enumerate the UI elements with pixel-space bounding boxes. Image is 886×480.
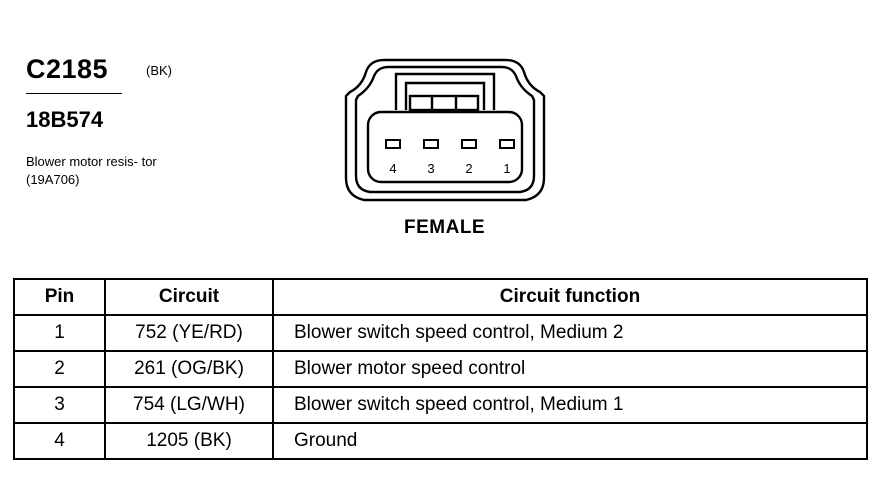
pin-cell: 1: [13, 314, 106, 352]
pin-label: 4: [389, 161, 396, 176]
component-description: Blower motor resis- tor (19A706): [26, 154, 157, 187]
table-row: 2 261 (OG/BK) Blower motor speed control: [13, 350, 868, 388]
circuit-function-cell: Ground: [272, 422, 868, 460]
pin-cell: 3: [13, 386, 106, 424]
circuit-cell: 754 (LG/WH): [104, 386, 274, 424]
table-row: 1 752 (YE/RD) Blower switch speed contro…: [13, 314, 868, 352]
circuit-function-cell: Blower switch speed control, Medium 1: [272, 386, 868, 424]
housing-outline: [344, 58, 546, 202]
pin-cell: 4: [13, 422, 106, 460]
circuit-function-cell: Blower motor speed control: [272, 350, 868, 388]
circuit-cell: 752 (YE/RD): [104, 314, 274, 352]
part-number: 18B574: [26, 107, 104, 132]
pin-cell: 2: [13, 350, 106, 388]
color-code: (BK): [146, 63, 172, 78]
terminal-cavity: [423, 139, 439, 149]
housing-inner-outline: [354, 65, 536, 194]
pinout-table: Pin Circuit Circuit function 1 752 (YE/R…: [13, 278, 868, 460]
circuit-column-header: Circuit: [104, 278, 274, 316]
connector-id-underline: [26, 93, 122, 94]
locking-latch: [394, 72, 496, 110]
circuit-function-cell: Blower switch speed control, Medium 2: [272, 314, 868, 352]
connector-face-diagram: 4 3 2 1: [344, 58, 546, 202]
table-row: 3 754 (LG/WH) Blower switch speed contro…: [13, 386, 868, 424]
pin-label: 2: [465, 161, 472, 176]
connector-id: C2185: [26, 54, 109, 84]
terminal-cavity: [461, 139, 477, 149]
circuit-cell: 1205 (BK): [104, 422, 274, 460]
pin-column-header: Pin: [13, 278, 106, 316]
terminal-cavity: [385, 139, 401, 149]
terminal-face: [366, 110, 524, 184]
table-header-row: Pin Circuit Circuit function: [13, 278, 868, 316]
table-row: 4 1205 (BK) Ground: [13, 422, 868, 460]
circuit-function-column-header: Circuit function: [272, 278, 868, 316]
connector-gender-label: FEMALE: [404, 217, 486, 238]
terminal-cavity: [499, 139, 515, 149]
circuit-cell: 261 (OG/BK): [104, 350, 274, 388]
pin-label: 1: [503, 161, 510, 176]
pin-label: 3: [427, 161, 434, 176]
